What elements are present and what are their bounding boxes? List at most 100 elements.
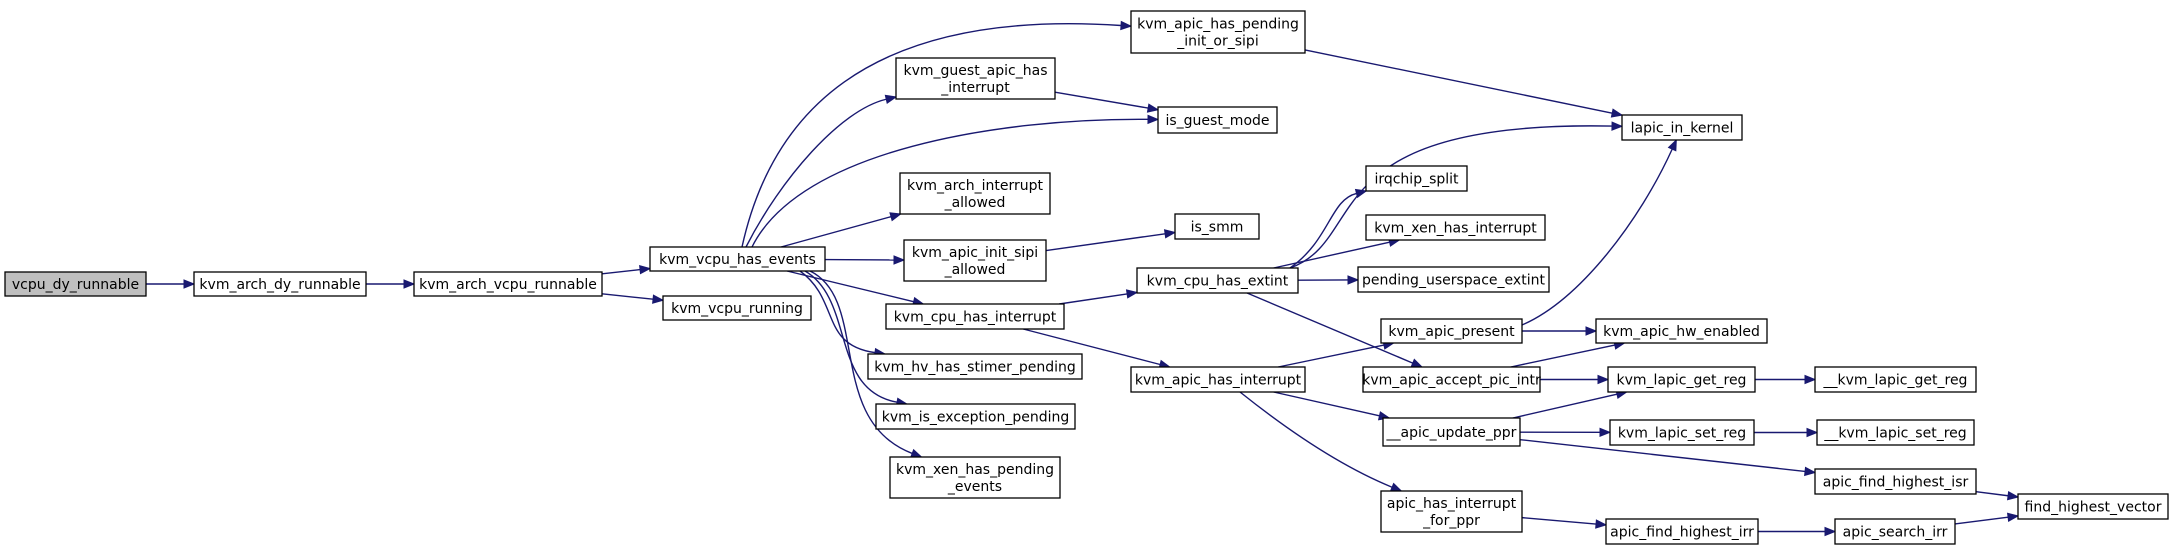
node-label: _interrupt (940, 80, 1010, 96)
node-label: _events (947, 479, 1002, 495)
node-label: kvm_apic_init_sipi (912, 245, 1038, 261)
node-label: kvm_vcpu_has_events (659, 252, 816, 268)
node-irqchip-split[interactable]: irqchip_split (1365, 165, 1468, 192)
node-kvm-xen-has-pending-events[interactable]: kvm_xen_has_pending_events (889, 456, 1061, 499)
node-box (1595, 318, 1768, 344)
node-kvm-xen-has-interrupt[interactable]: kvm_xen_has_interrupt (1365, 214, 1546, 241)
node-box (1130, 10, 1306, 54)
node-label: kvm_vcpu_running (671, 301, 803, 317)
edge-arrowhead (889, 212, 902, 222)
node-apic-find-highest-irr[interactable]: apic_find_highest_irr (1605, 518, 1759, 545)
edge-arrowhead (1667, 138, 1677, 152)
edge-line (1289, 125, 1613, 269)
node-apic-find-highest-isr[interactable]: apic_find_highest_isr (1814, 468, 1977, 495)
node-box (889, 456, 1061, 499)
node-label: kvm_xen_has_pending (896, 462, 1054, 478)
edge-kvm_cpu_has_extint-to-irqchip_split (1289, 188, 1368, 269)
node-label: kvm_arch_vcpu_runnable (419, 277, 597, 293)
node---kvm-lapic-get-reg[interactable]: __kvm_lapic_get_reg (1814, 366, 1977, 393)
edge-kvm_apic_present-to-kvm_apic_hw_enabled (1522, 326, 1598, 336)
node-label: kvm_cpu_has_interrupt (894, 310, 1057, 326)
node-kvm-is-exception-pending[interactable]: kvm_is_exception_pending (875, 403, 1076, 430)
edge-kvm_apic_has_interrupt-to-apic_has_interrupt_for_ppr (1239, 391, 1403, 492)
edge-line (1521, 516, 1597, 525)
edge-arrowhead (1120, 20, 1133, 31)
edge-kvm_apic_accept_pic_intr-to-kvm_apic_hw_enabled (1510, 340, 1626, 368)
edge-line (1519, 438, 1806, 473)
node-box (1365, 165, 1468, 192)
node-label: kvm_arch_dy_runnable (199, 277, 360, 293)
node-kvm-arch-vcpu-runnable[interactable]: kvm_arch_vcpu_runnable (413, 271, 603, 297)
node-kvm-arch-interrupt-allowed[interactable]: kvm_arch_interrupt_allowed (899, 172, 1051, 215)
edge-arrowhead (910, 448, 923, 458)
node-kvm-apic-init-sipi-allowed[interactable]: kvm_apic_init_sipi_allowed (903, 239, 1047, 282)
edge-line (1521, 148, 1673, 326)
node-kvm-arch-dy-runnable[interactable]: kvm_arch_dy_runnable (193, 271, 367, 297)
node-label: kvm_is_exception_pending (882, 410, 1070, 426)
node-kvm-apic-accept-pic-intr[interactable]: kvm_apic_accept_pic_intr (1362, 366, 1541, 393)
edge-apic_search_irr-to-find_highest_vector (1954, 512, 2020, 525)
node-kvm-apic-has-pending-init-or-sipi[interactable]: kvm_apic_has_pending_init_or_sipi (1130, 10, 1306, 54)
node-kvm-apic-hw-enabled[interactable]: kvm_apic_hw_enabled (1595, 318, 1768, 344)
edge-arrowhead (1597, 374, 1610, 385)
node-box (413, 271, 603, 297)
node-apic-search-irr[interactable]: apic_search_irr (1834, 518, 1956, 545)
edge-kvm_vcpu_has_events-to-kvm_arch_interrupt_allowed (780, 212, 902, 248)
edge-kvm_guest_apic_has_interrupt-to-is_guest_mode (1054, 91, 1160, 113)
edge-apic_has_interrupt_for_ppr-to-apic_find_highest_irr (1521, 516, 1608, 529)
edge-line (1059, 293, 1128, 305)
node-label: __apic_update_ppr (1386, 425, 1517, 441)
node-label: kvm_apic_present (1388, 324, 1515, 340)
edge-line (1975, 490, 2009, 497)
edge-arrowhead (1804, 466, 1817, 477)
edge-kvm_vcpu_has_events-to-kvm_apic_init_sipi_allowed (824, 255, 906, 265)
edge-kvm_vcpu_has_events-to-is_guest_mode (751, 114, 1160, 248)
node-apic-has-interrupt-for-ppr[interactable]: apic_has_interrupt_for_ppr (1380, 490, 1523, 533)
node-kvm-vcpu-has-events[interactable]: kvm_vcpu_has_events (649, 246, 826, 272)
node-vcpu-dy-runnable: vcpu_dy_runnable (4, 271, 147, 297)
node-label: pending_userspace_extint (1362, 273, 1545, 289)
node-box (1380, 318, 1523, 344)
edge-kvm_apic_has_interrupt-to-kvm_apic_present (1278, 340, 1396, 368)
node-kvm-cpu-has-extint[interactable]: kvm_cpu_has_extint (1136, 267, 1299, 294)
edge-kvm_cpu_has_extint-to-lapic_in_kernel (1289, 121, 1624, 269)
node-box (899, 172, 1051, 215)
edge-arrowhead (403, 279, 416, 289)
node-kvm-apic-present[interactable]: kvm_apic_present (1380, 318, 1523, 344)
node---kvm-lapic-set-reg[interactable]: __kvm_lapic_set_reg (1816, 419, 1975, 446)
node-kvm-vcpu-running[interactable]: kvm_vcpu_running (662, 295, 812, 321)
node-box (1174, 213, 1260, 240)
node-kvm-guest-apic-has-interrupt[interactable]: kvm_guest_apic_has_interrupt (895, 57, 1056, 100)
edge-kvm_vcpu_has_events-to-kvm_guest_apic_has_interrupt (745, 94, 898, 248)
node-box (1130, 366, 1306, 393)
node-kvm-lapic-get-reg[interactable]: kvm_lapic_get_reg (1607, 366, 1756, 393)
node-kvm-hv-has-stimer-pending[interactable]: kvm_hv_has_stimer_pending (867, 353, 1083, 380)
node-box (1814, 468, 1977, 495)
edge-kvm_cpu_has_extint-to-kvm_xen_has_interrupt (1273, 237, 1401, 269)
edge-arrowhead (1146, 103, 1160, 113)
edge-kvm_apic_has_pending_init_or_sipi-to-lapic_in_kernel (1304, 49, 1624, 118)
node-box (1621, 114, 1743, 141)
node-lapic-in-kernel[interactable]: lapic_in_kernel (1621, 114, 1743, 141)
node-box (867, 353, 1083, 380)
node-find-highest-vector[interactable]: find_highest_vector (2017, 493, 2169, 520)
node-is-smm[interactable]: is_smm (1174, 213, 1260, 240)
edge-apic_find_highest_irr-to-apic_search_irr (1758, 526, 1837, 537)
node-is-guest-mode[interactable]: is_guest_mode (1157, 106, 1278, 134)
edge-__apic_update_ppr-to-kvm_lapic_set_reg (1519, 427, 1612, 438)
edge-arrowhead (884, 94, 898, 104)
edge-line (1246, 292, 1414, 364)
node-label: irqchip_split (1374, 172, 1459, 188)
node-box (1609, 419, 1755, 446)
node-kvm-cpu-has-interrupt[interactable]: kvm_cpu_has_interrupt (885, 303, 1065, 330)
node-kvm-apic-has-interrupt[interactable]: kvm_apic_has_interrupt (1130, 366, 1306, 393)
node-label: apic_find_highest_irr (1610, 525, 1754, 541)
edge-__apic_update_ppr-to-kvm_lapic_get_reg (1512, 389, 1629, 419)
node-kvm-lapic-set-reg[interactable]: kvm_lapic_set_reg (1609, 419, 1755, 446)
edge-arrowhead (1147, 114, 1160, 125)
node---apic-update-ppr[interactable]: __apic_update_ppr (1382, 417, 1521, 447)
edge-arrowhead (1804, 374, 1817, 385)
edge-kvm_apic_init_sipi_allowed-to-is_smm (1045, 229, 1177, 252)
node-label: kvm_apic_accept_pic_intr (1362, 373, 1541, 389)
node-pending-userspace-extint[interactable]: pending_userspace_extint (1357, 266, 1550, 293)
